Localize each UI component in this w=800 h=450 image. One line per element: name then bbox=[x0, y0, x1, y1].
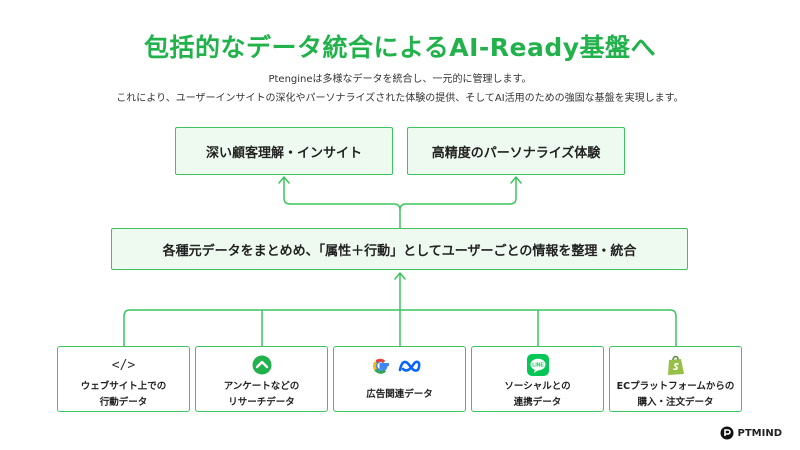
source-ec: ECプラットフォームからの 購入・注文データ bbox=[609, 346, 742, 412]
source-label: アンケートなどの リサーチデータ bbox=[223, 381, 300, 408]
source-web-behavior: </> ウェブサイト上での 行動データ bbox=[57, 346, 190, 412]
subtitle-line-2: これにより、ユーザーインサイトの深化やパーソナライズされた体験の提供、そしてAI… bbox=[116, 93, 684, 104]
source-label: ECプラットフォームからの 購入・注文データ bbox=[616, 381, 735, 408]
google-meta-icon bbox=[370, 351, 430, 381]
output-customer-insight: 深い顧客理解・インサイト bbox=[175, 127, 393, 175]
source-ads: 広告関連データ bbox=[333, 346, 466, 412]
data-integration-hub: 各種元データをまとめめ、「属性＋行動」としてユーザーごとの情報を整理・統合 bbox=[111, 228, 688, 270]
ptmind-logo: PTMIND bbox=[720, 426, 783, 440]
subtitle-line-1: Ptengineは多様なデータを統合し、一元的に管理します。 bbox=[268, 74, 532, 85]
page-title: 包括的なデータ統合によるAI-Ready基盤へ bbox=[143, 33, 657, 62]
ptmind-logo-icon bbox=[720, 426, 733, 440]
survey-icon bbox=[252, 351, 272, 379]
line-icon: LINE bbox=[526, 351, 549, 379]
source-social: LINE ソーシャルとの 連携データ bbox=[471, 346, 604, 412]
shopify-icon bbox=[666, 351, 686, 379]
source-label: ソーシャルとの 連携データ bbox=[504, 381, 571, 408]
source-label: 広告関連データ bbox=[366, 389, 433, 400]
output-personalization: 高精度のパーソナライズ体験 bbox=[407, 127, 625, 175]
code-icon: </> bbox=[111, 357, 136, 373]
source-survey: アンケートなどの リサーチデータ bbox=[195, 346, 328, 412]
svg-text:LINE: LINE bbox=[532, 363, 544, 369]
source-label: ウェブサイト上での 行動データ bbox=[80, 381, 167, 408]
brand-name: PTMIND bbox=[737, 427, 783, 439]
